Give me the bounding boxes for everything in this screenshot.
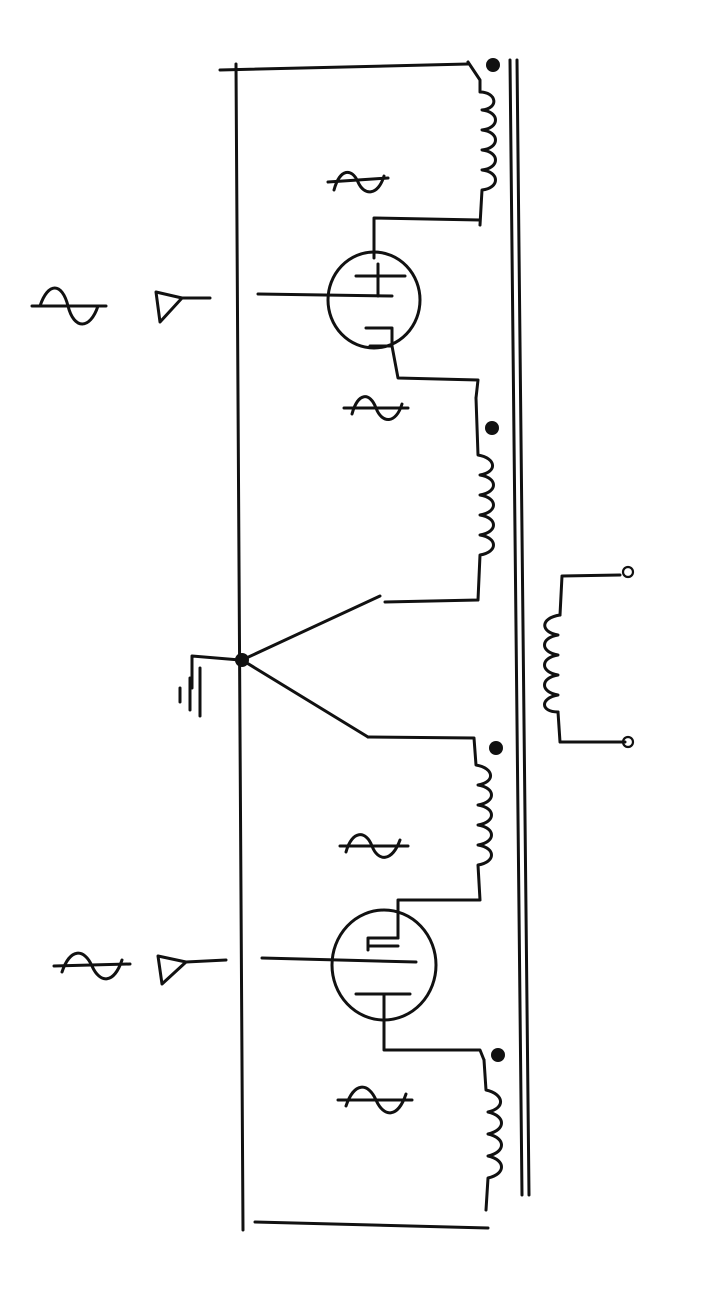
terminal-icon <box>621 565 635 579</box>
polarity-dot-icon <box>491 1048 505 1062</box>
secondary-winding <box>543 565 635 749</box>
polarity-dot-icon <box>489 741 503 755</box>
winding-coil-icon <box>482 1058 503 1212</box>
center-junction <box>235 594 382 739</box>
wire <box>390 344 480 400</box>
winding-coil-icon <box>466 60 497 227</box>
sine-wave-icon <box>336 1085 414 1115</box>
polarity-dot-icon <box>485 421 499 435</box>
common-bus-wire <box>218 62 490 1232</box>
ground-icon <box>178 654 242 718</box>
terminal-icon <box>621 735 635 749</box>
triangle-icon <box>156 954 228 986</box>
tube-icon <box>260 908 438 1022</box>
sine-wave-icon <box>30 286 108 326</box>
wire <box>382 992 486 1062</box>
sine-wave-icon <box>342 395 410 421</box>
winding-coil-icon <box>383 396 495 604</box>
tube-icon <box>256 250 422 350</box>
triangle-icon <box>154 290 212 324</box>
junction-dot <box>235 653 249 667</box>
sine-wave-icon <box>326 171 390 194</box>
polarity-dot-icon <box>486 58 500 72</box>
wire <box>372 216 482 260</box>
winding-coil-icon <box>366 735 493 940</box>
transformer-core <box>508 58 531 1197</box>
sine-wave-icon <box>52 951 132 981</box>
sine-wave-icon <box>338 833 410 859</box>
